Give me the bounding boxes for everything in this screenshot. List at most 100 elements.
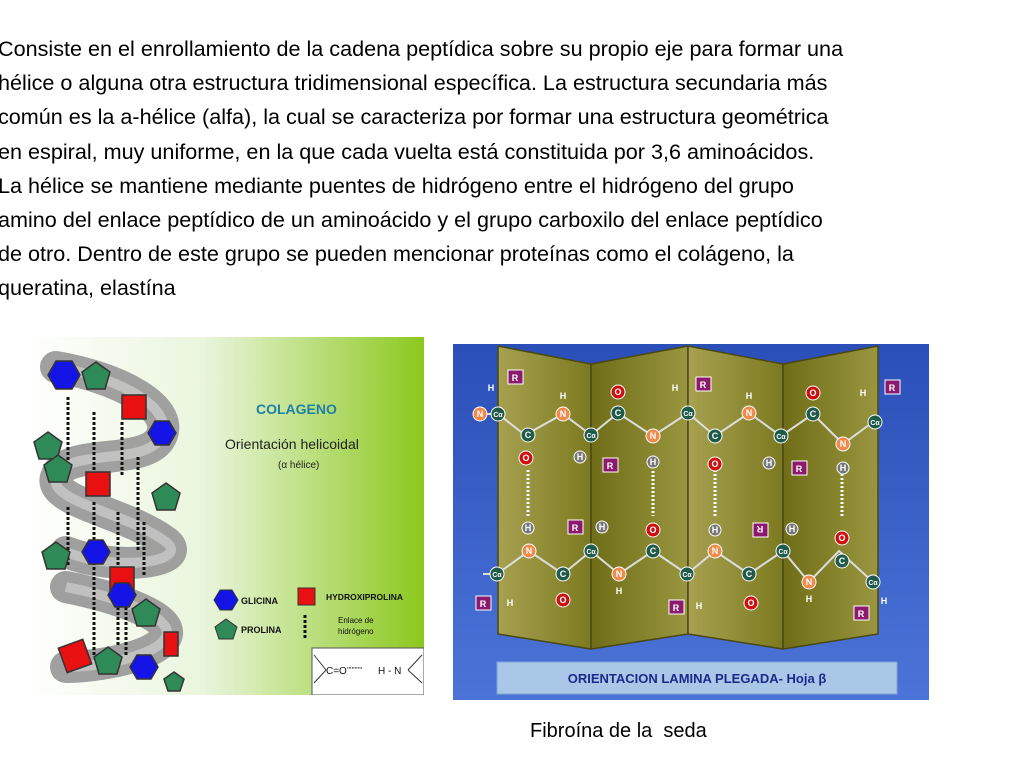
hydrogen-bonds <box>526 470 844 516</box>
svg-text:O: O <box>614 387 621 397</box>
bond-right-label: H - N <box>378 666 401 677</box>
collagen-helix-illustration: COLAGENO Orientación helicoidal (α hélic… <box>26 337 424 695</box>
collagen-helix-figure: COLAGENO Orientación helicoidal (α hélic… <box>26 337 424 695</box>
proline-pentagon <box>93 646 123 675</box>
glycine-hexagon <box>129 654 159 680</box>
paragraph-line: común es la a-hélice (alfa), la cual se … <box>0 104 829 130</box>
collagen-legend: GLICINA PROLINA HYDROXIPROLINA Enlace de… <box>213 587 424 695</box>
svg-text:Cα: Cα <box>683 411 693 418</box>
legend-prolina: PROLINA <box>241 625 282 635</box>
paragraph-line: hélice o alguna otra estructura tridimen… <box>0 70 828 96</box>
proline-pentagon <box>81 361 111 390</box>
svg-text:H: H <box>789 524 796 534</box>
hydroxyproline-square <box>57 638 93 674</box>
svg-text:O: O <box>838 533 845 543</box>
svg-text:R: R <box>673 603 680 613</box>
svg-text:H: H <box>860 388 867 398</box>
legend-glicina: GLICINA <box>241 596 278 606</box>
svg-text:C: C <box>525 430 532 440</box>
svg-text:N: N <box>746 408 753 418</box>
paragraph-line: en espiral, muy uniforme, en la que cada… <box>0 138 815 164</box>
svg-text:Cα: Cα <box>778 549 788 556</box>
paragraph-line: La hélice se mantiene mediante puentes d… <box>0 172 794 198</box>
paragraph-line: Consiste en el enrollamiento de la caden… <box>0 36 844 61</box>
svg-text:R: R <box>607 461 614 471</box>
atoms: N Cα H R C O N H Cα H R C O N H Cα H R C… <box>472 369 901 621</box>
svg-text:N: N <box>840 439 847 449</box>
svg-text:O: O <box>522 453 529 463</box>
hydroxyproline-legend-icon <box>297 587 316 606</box>
legend-enlace-line1: Enlace de <box>338 616 374 625</box>
svg-text:H: H <box>672 383 679 393</box>
svg-text:Cα: Cα <box>492 572 502 579</box>
collagen-subtitle-alpha: (α hélice) <box>278 460 319 471</box>
amino-acid-shapes <box>33 360 185 692</box>
proline-legend-icon <box>214 618 238 640</box>
hydroxyproline-square <box>85 471 111 497</box>
legend-hidroxiprolina: HYDROXIPROLINA <box>326 592 403 602</box>
svg-text:Cα: Cα <box>493 412 503 419</box>
svg-text:Cα: Cα <box>776 434 786 441</box>
svg-text:N: N <box>616 569 623 579</box>
svg-text:Cα: Cα <box>870 420 880 427</box>
svg-text:H: H <box>616 586 623 596</box>
svg-text:O: O <box>747 598 754 608</box>
svg-text:R: R <box>572 523 579 533</box>
svg-text:N: N <box>526 546 533 556</box>
svg-text:C: C <box>650 546 657 556</box>
paragraph-line: de otro. Dentro de este grupo se pueden … <box>0 241 794 267</box>
proline-pentagon <box>33 431 63 460</box>
bond-dash: '''''''''' <box>347 666 363 675</box>
svg-text:R: R <box>512 373 519 383</box>
beta-sheet-illustration: N Cα H R C O N H Cα H R C O N H Cα H R C… <box>453 344 929 700</box>
svg-text:H: H <box>560 391 567 401</box>
hydroxyproline-square <box>163 631 179 657</box>
svg-text:O: O <box>711 459 718 469</box>
glycine-hexagon <box>47 360 81 390</box>
sheet-caption: ORIENTACION LAMINA PLEGADA- Hoja β <box>568 671 827 686</box>
proline-pentagon <box>163 671 185 692</box>
svg-text:R: R <box>858 609 865 619</box>
svg-text:Cα: Cα <box>868 580 878 587</box>
svg-text:R: R <box>756 524 763 534</box>
hydroxyproline-square <box>121 394 147 420</box>
svg-text:R: R <box>889 383 896 393</box>
svg-text:H: H <box>525 523 532 533</box>
svg-text:H: H <box>746 391 753 401</box>
proline-pentagon <box>41 541 71 570</box>
caption-bar <box>496 661 898 695</box>
figure-caption: Fibroína de la seda <box>530 720 707 742</box>
svg-text:C: C <box>712 431 719 441</box>
svg-text:C: C <box>810 409 817 419</box>
svg-text:H: H <box>599 522 606 532</box>
beta-sheet-figure: N Cα H R C O N H Cα H R C O N H Cα H R C… <box>453 344 929 700</box>
svg-text:R: R <box>480 599 487 609</box>
svg-text:R: R <box>700 380 707 390</box>
svg-text:H: H <box>806 594 813 604</box>
glycine-legend-icon <box>213 589 239 611</box>
svg-text:N: N <box>560 409 567 419</box>
svg-text:H: H <box>881 596 888 606</box>
svg-text:Cα: Cα <box>682 572 692 579</box>
svg-text:N: N <box>477 409 484 419</box>
pleated-panels <box>497 345 879 650</box>
bond-box <box>311 647 424 695</box>
svg-text:C: C <box>615 408 622 418</box>
svg-text:C: C <box>560 569 567 579</box>
svg-text:Cα: Cα <box>586 549 596 556</box>
svg-text:H: H <box>650 457 657 467</box>
svg-text:O: O <box>559 595 566 605</box>
svg-text:N: N <box>712 546 719 556</box>
svg-text:Cα: Cα <box>586 433 596 440</box>
bond-left-label: C=O <box>326 666 347 677</box>
svg-text:N: N <box>650 431 657 441</box>
glycine-hexagon <box>147 420 177 446</box>
svg-text:H: H <box>766 458 773 468</box>
glycine-hexagon <box>81 539 111 565</box>
collagen-title: COLAGENO <box>256 401 337 417</box>
svg-text:O: O <box>649 525 656 535</box>
svg-text:H: H <box>507 598 514 608</box>
proline-pentagon <box>131 598 161 627</box>
svg-text:H: H <box>696 601 703 611</box>
intro-paragraph: Consiste en el enrollamiento de la caden… <box>0 32 1020 306</box>
